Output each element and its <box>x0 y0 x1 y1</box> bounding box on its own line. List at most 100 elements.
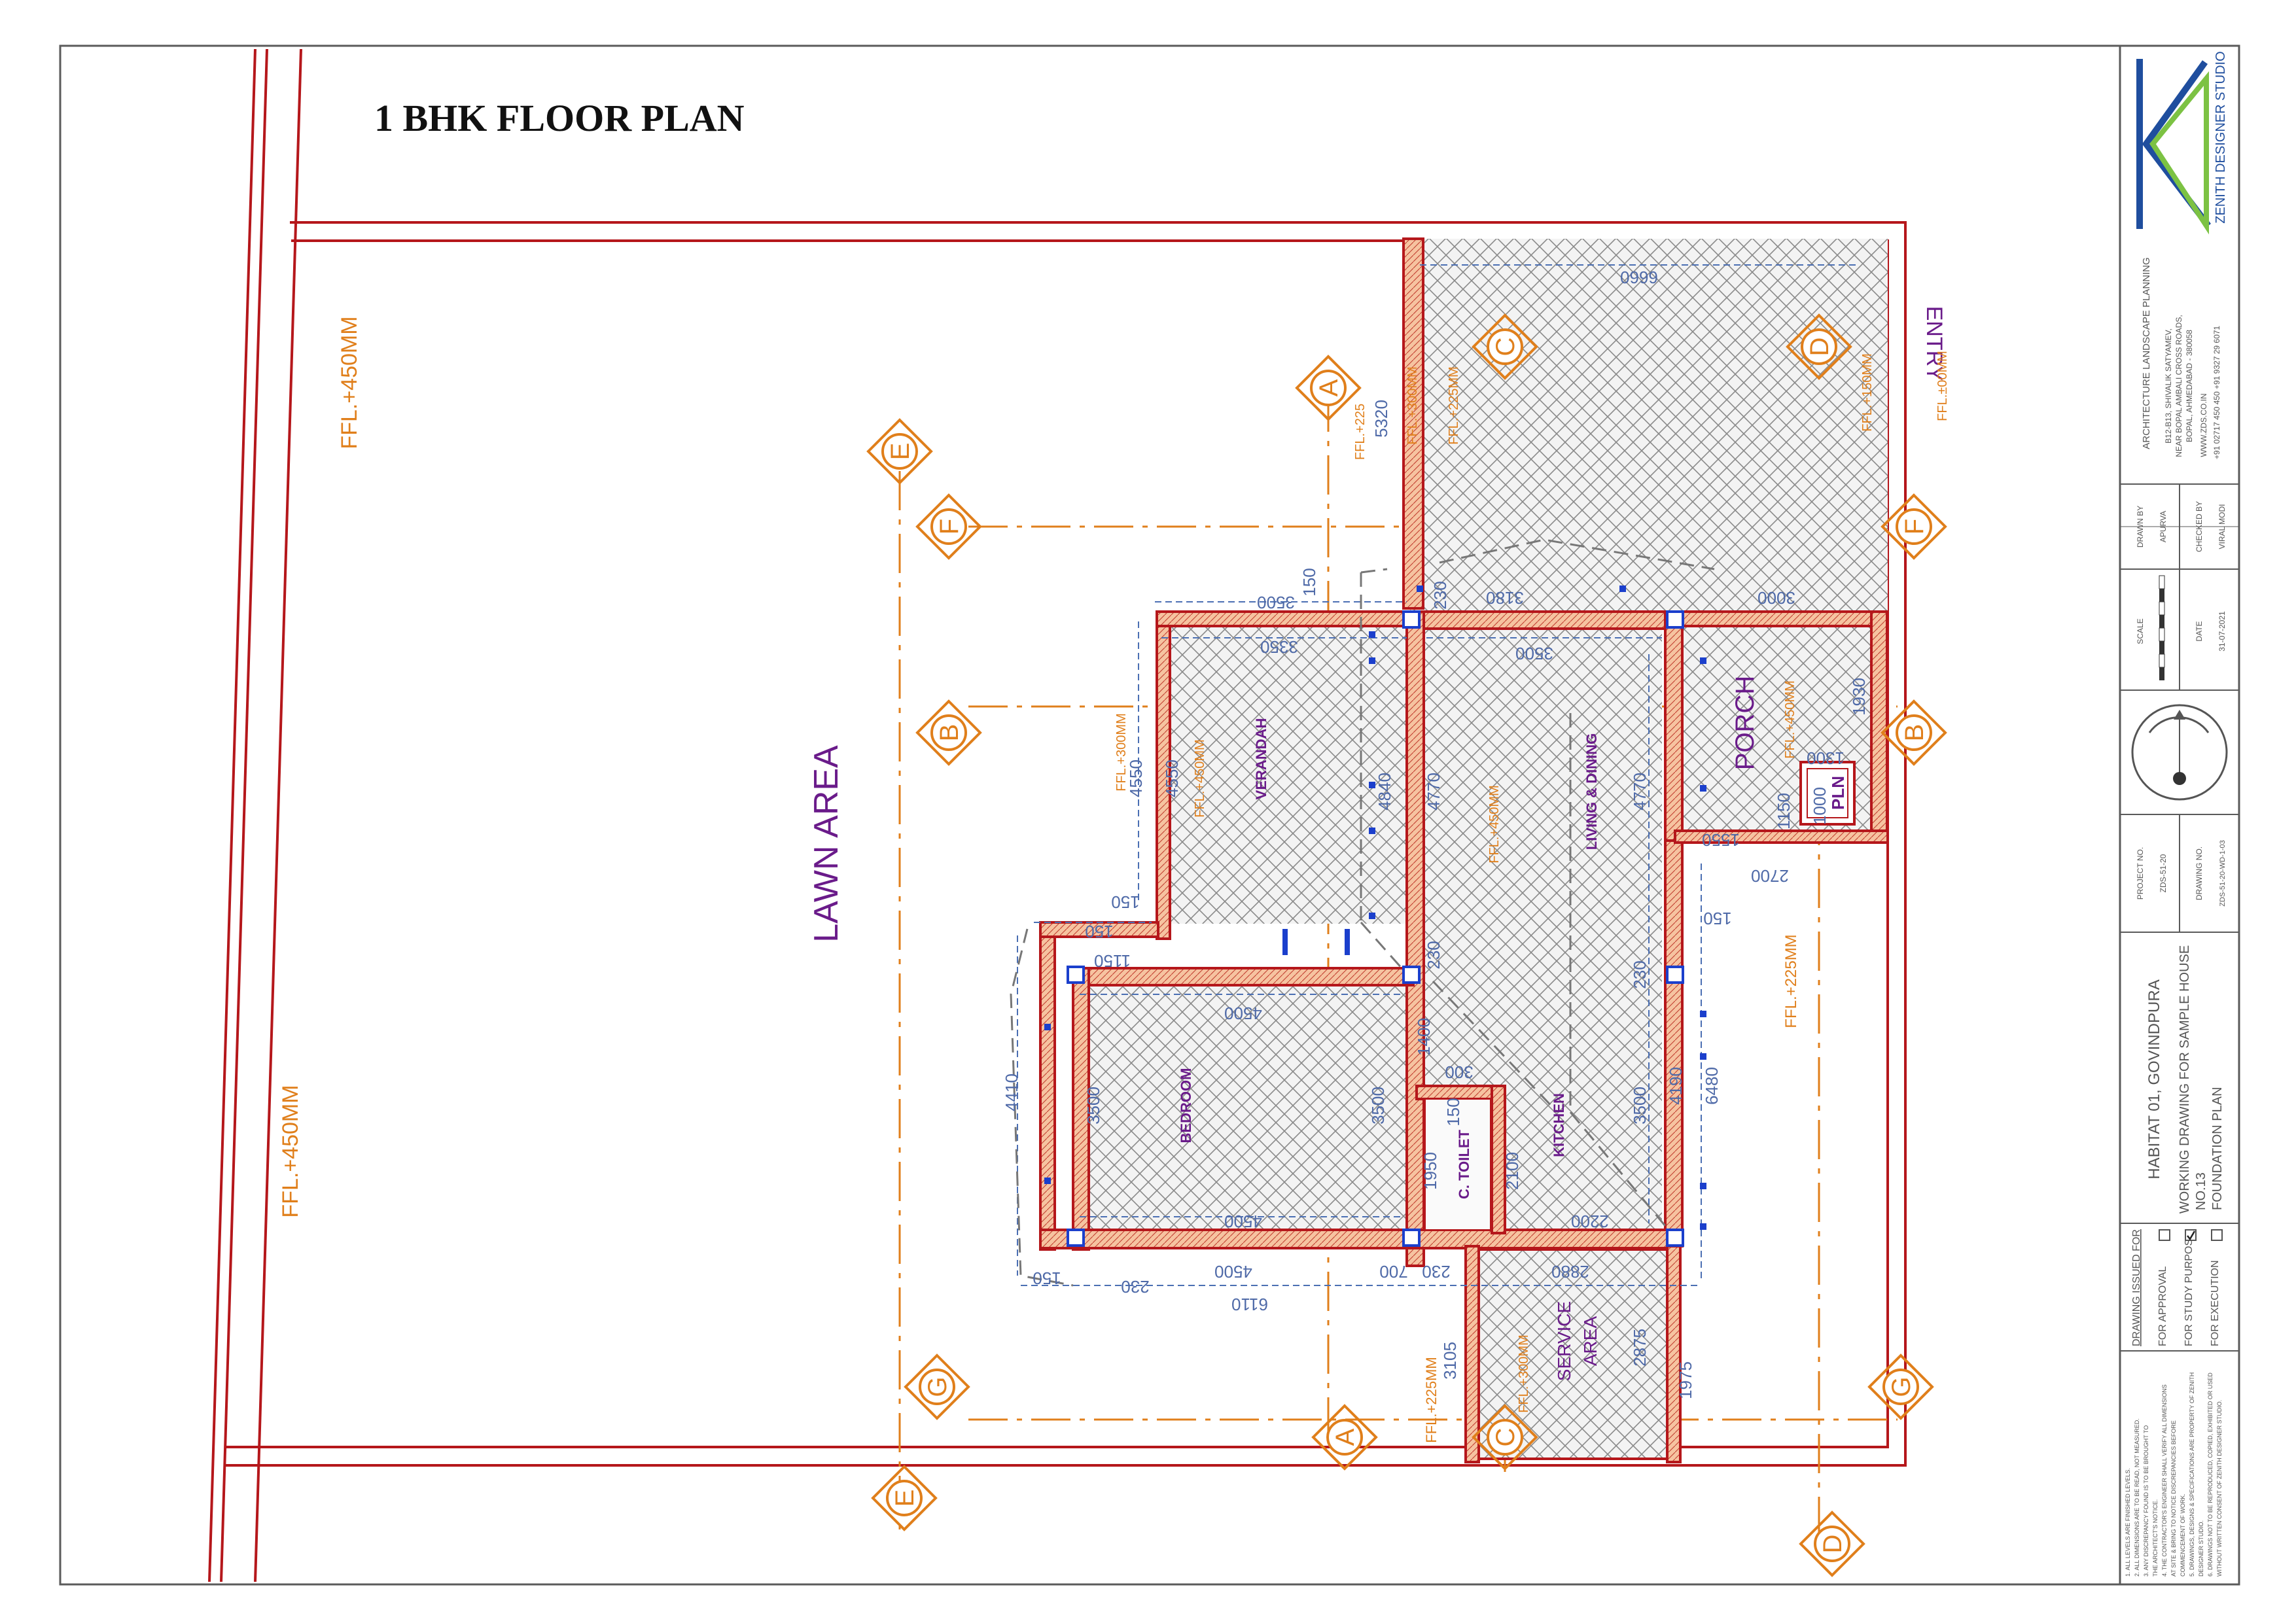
ffl-verandah-b: FFL.+450MM <box>1193 739 1207 817</box>
note-line: AT SITE & BRING TO NOTICE DISCREPANCIES … <box>2170 1420 2177 1577</box>
phone: +91 02717 450 450 +91 9327 29 6071 <box>2212 326 2221 460</box>
issued-for-label: DRAWING ISSUED FOR <box>2131 1229 2142 1346</box>
checked-by-label: CHECKED BY <box>2195 501 2204 552</box>
dim-4550-a: 4550 <box>1126 759 1146 797</box>
grid-label-d-bottom: D <box>1818 1535 1847 1554</box>
dim-230-c: 230 <box>1630 960 1650 988</box>
dim-2880: 2880 <box>1551 1262 1589 1282</box>
dim-1150: 1150 <box>1774 793 1793 829</box>
service-label-2: AREA <box>1580 1316 1600 1367</box>
title-block <box>2119 44 2240 1586</box>
plinth-outline <box>1010 538 1715 1287</box>
dim-4500-b: 4500 <box>1224 1212 1262 1231</box>
dim-1550: 1550 <box>1702 830 1740 850</box>
drawing-title-2: NO.13 <box>2194 1172 2208 1210</box>
dim-230-d: 230 <box>1121 1277 1149 1297</box>
drawing-title-3: FOUNDATION PLAN <box>2210 1087 2225 1210</box>
sheet-border <box>59 44 2240 1586</box>
address-line-2: NEAR BOPAL AMBALI CROSS ROADS, <box>2174 315 2183 457</box>
dim-4500-c: 4500 <box>1214 1262 1252 1282</box>
ffl-top-b: FFL.+300MM <box>1405 366 1420 444</box>
dim-3000: 3000 <box>1757 588 1795 608</box>
dim-1975: 1975 <box>1676 1361 1695 1399</box>
grid-markers <box>866 313 1947 1577</box>
kitchen-label: KITCHEN <box>1551 1093 1567 1157</box>
grid-label-d-top: D <box>1805 338 1834 357</box>
dim-150-c: 150 <box>1703 909 1731 928</box>
grid-label-e-top: E <box>886 443 915 461</box>
grid-label-a-top: A <box>1315 379 1343 396</box>
verandah-floor <box>1159 615 1411 924</box>
project-no-label: PROJECT NO. <box>2136 847 2145 899</box>
dim-6110: 6110 <box>1231 1295 1268 1314</box>
ffl-verandah-a: FFL.+300MM <box>1114 713 1129 791</box>
drawn-by-label: DRAWN BY <box>2136 506 2145 548</box>
ffl-service: FFL.+300MM <box>1517 1335 1531 1412</box>
dim-1150-b: 1150 <box>1094 951 1131 971</box>
dim-1000: 1000 <box>1810 787 1829 825</box>
note-line: DESIGNER STUDIO. <box>2198 1520 2204 1577</box>
grid-label-c-bottom: C <box>1491 1428 1520 1447</box>
dim-4410: 4410 <box>1002 1073 1021 1111</box>
dim-150-d: 150 <box>1085 922 1113 941</box>
dim-4770-a: 4770 <box>1424 773 1443 811</box>
dim-1930: 1930 <box>1849 678 1869 716</box>
room-labels: LAWN AREA ENTRY PORCH PLN VERANDAH LIVIN… <box>807 306 1947 1382</box>
service-label-1: SERVICE <box>1554 1301 1574 1381</box>
zenith-logo-icon <box>2136 59 2211 235</box>
dim-3105: 3105 <box>1440 1342 1460 1380</box>
general-notes: 1. ALL LEVELS ARE FINISHED LEVELS.2. ALL… <box>2125 1372 2223 1577</box>
address-line-3: BOPAL, AHMEDABAD - 380058 <box>2185 330 2194 442</box>
dim-150-b: 150 <box>1111 892 1139 912</box>
porch-label: PORCH <box>1731 676 1759 770</box>
note-line: THE ARCHITECT'S NOTICE. <box>2152 1499 2159 1577</box>
dimension-texts: 6660 5320 3500 150 230 3180 3000 3350 35… <box>1002 268 1869 1399</box>
checkbox-execution[interactable] <box>2211 1229 2223 1241</box>
toilet-floor <box>1424 1098 1491 1230</box>
services-text: ARCHITECTURE LANDSCAPE PLANNING <box>2141 257 2152 449</box>
dim-4550-b: 4550 <box>1162 759 1182 797</box>
note-line: 4. THE CONTRACTOR'S ENGINEER SHALL VERIF… <box>2161 1384 2168 1577</box>
checked-by-value: VIRAL MODI <box>2217 504 2227 550</box>
bedroom-floor <box>1073 975 1413 1240</box>
grid-label-b-left: B <box>935 724 964 742</box>
issue-execution: FOR EXECUTION <box>2210 1260 2221 1346</box>
north-arrow-icon <box>2131 704 2228 801</box>
ffl-entry: FFL.±00MM <box>1935 351 1950 421</box>
scale-label: SCALE <box>2136 618 2145 644</box>
front-yard-floor <box>1410 239 1888 613</box>
dim-3500-a: 3500 <box>1257 593 1295 612</box>
grid-label-c-top: C <box>1491 338 1520 357</box>
scale-bar-icon <box>2159 575 2165 680</box>
dim-3350: 3350 <box>1260 637 1298 657</box>
ffl-top-d: FFL.+150MM <box>1860 353 1875 431</box>
dim-3500-d: 3500 <box>1368 1087 1388 1125</box>
dim-230-b: 230 <box>1424 941 1443 969</box>
dim-300: 300 <box>1445 1062 1473 1082</box>
dim-150-e: 150 <box>1443 1098 1463 1126</box>
grid-label-f-left: F <box>935 519 964 534</box>
note-line: 1. ALL LEVELS ARE FINISHED LEVELS. <box>2125 1468 2131 1577</box>
dim-2875: 2875 <box>1630 1329 1650 1367</box>
pln-label: PLN <box>1828 776 1848 810</box>
note-line: WITHOUT WRITTEN CONSENT OF ZENITH DESIGN… <box>2216 1400 2223 1577</box>
walls <box>1039 237 1889 1463</box>
verandah-label: VERANDAH <box>1253 718 1269 800</box>
note-line: 3. ANY DISCREPANCY FOUND IS TO BE BROUGH… <box>2143 1425 2149 1577</box>
living-dining-label: LIVING & DINING <box>1583 733 1600 850</box>
dim-4840: 4840 <box>1375 773 1394 811</box>
grid-label-e-bottom: E <box>891 1490 919 1507</box>
drawing-title-1: WORKING DRAWING FOR SAMPLE HOUSE <box>2178 945 2192 1213</box>
toilet-label: C. TOILET <box>1456 1129 1472 1198</box>
dim-4770-b: 4770 <box>1630 773 1650 811</box>
checkbox-approval[interactable] <box>2159 1229 2170 1241</box>
grid-marker-labels: A C D E F F B B G G A C E D <box>886 338 1929 1554</box>
note-line: COMMENCEMENT OF WORK. <box>2180 1493 2186 1577</box>
dim-3500-b: 3500 <box>1515 644 1553 663</box>
dim-1950: 1950 <box>1421 1152 1440 1190</box>
note-line: 2. ALL DIMENSIONS ARE TO BE READ, NOT ME… <box>2134 1418 2140 1577</box>
date-label: DATE <box>2195 621 2204 641</box>
grid-label-b-right: B <box>1900 724 1929 742</box>
ffl-bottom: FFL.+225MM <box>1423 1357 1439 1442</box>
bedroom-label: BEDROOM <box>1178 1068 1194 1143</box>
